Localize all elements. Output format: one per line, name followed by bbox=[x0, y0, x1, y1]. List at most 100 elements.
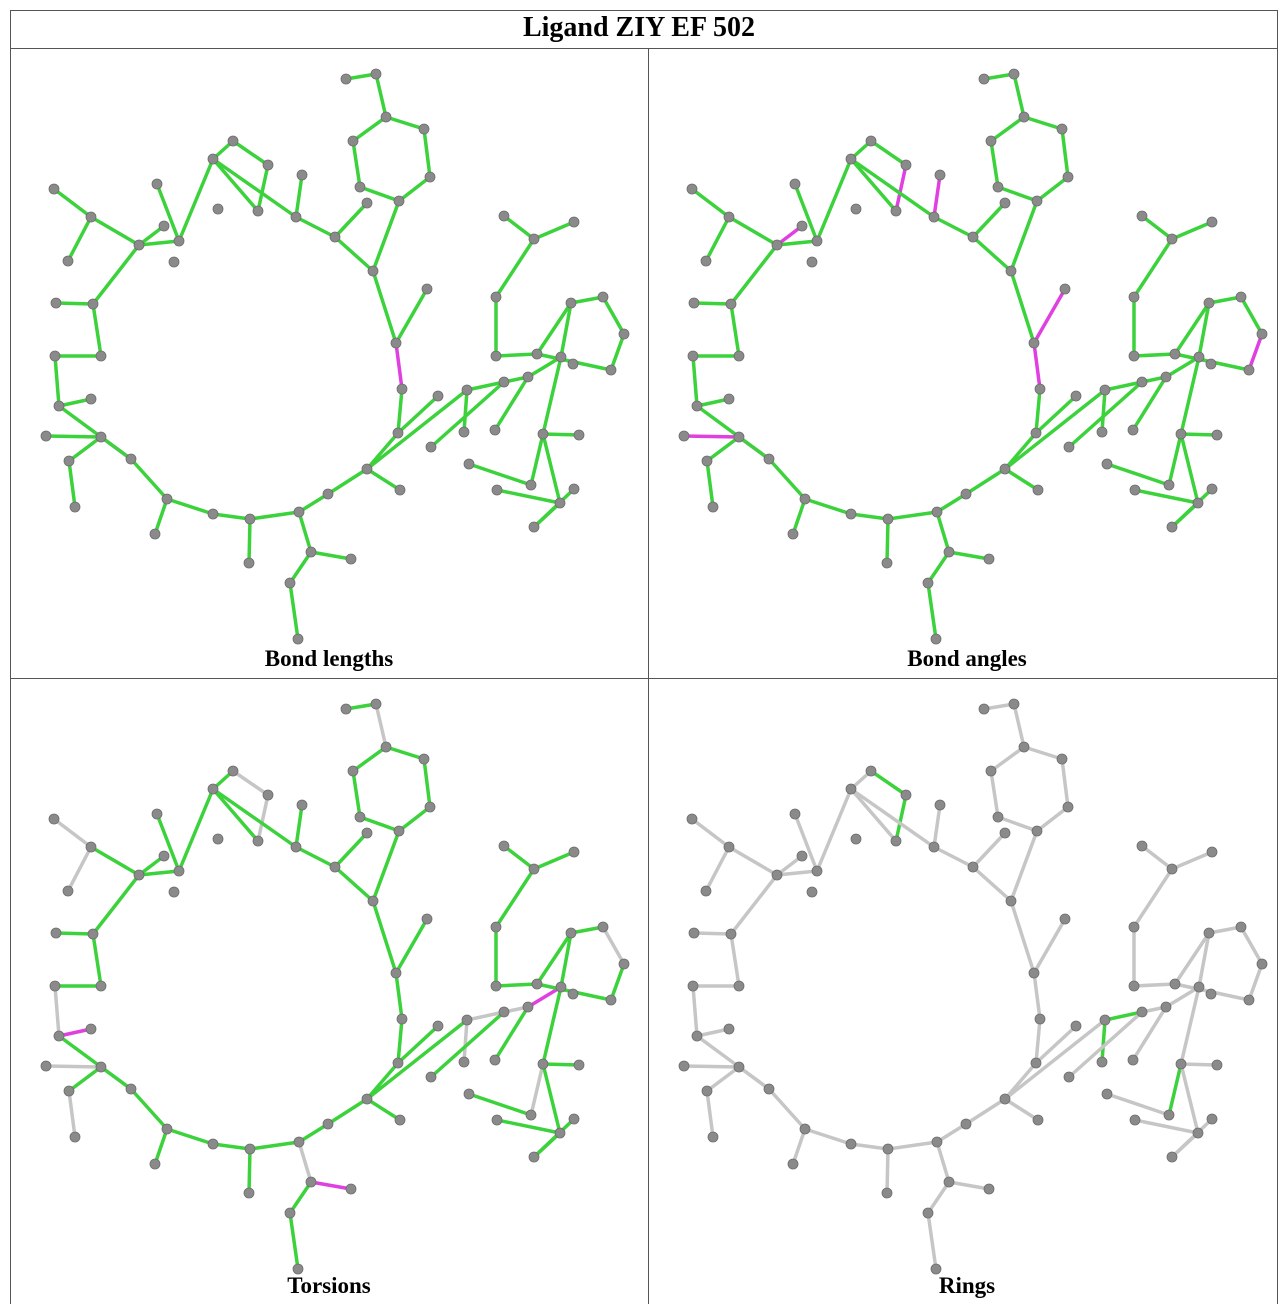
atom bbox=[1192, 1127, 1204, 1139]
atom bbox=[361, 463, 373, 475]
bond bbox=[396, 387, 404, 435]
atom bbox=[432, 1020, 444, 1032]
atom bbox=[1243, 364, 1255, 376]
bond bbox=[54, 301, 95, 306]
bond bbox=[384, 115, 426, 131]
atom bbox=[290, 841, 302, 853]
atom bbox=[63, 455, 75, 467]
bond bbox=[351, 139, 362, 189]
atom bbox=[207, 1138, 219, 1150]
bond bbox=[57, 1027, 93, 1038]
atom bbox=[40, 430, 52, 442]
bond bbox=[153, 497, 169, 536]
atom bbox=[528, 233, 540, 245]
atom bbox=[900, 159, 912, 171]
bond bbox=[462, 388, 469, 434]
atom bbox=[845, 508, 857, 520]
atom bbox=[1206, 216, 1218, 228]
bond bbox=[775, 239, 819, 247]
bond bbox=[44, 434, 103, 439]
bond bbox=[569, 295, 605, 305]
atom bbox=[528, 1151, 540, 1163]
bond bbox=[526, 985, 563, 1009]
atom bbox=[930, 1263, 942, 1275]
atom bbox=[1166, 521, 1178, 533]
atom bbox=[1129, 484, 1141, 496]
atom bbox=[763, 1083, 775, 1095]
bond bbox=[248, 510, 301, 521]
bond bbox=[66, 845, 93, 893]
atom bbox=[125, 453, 137, 465]
atom bbox=[1059, 283, 1071, 295]
bond bbox=[691, 984, 699, 1038]
atom bbox=[168, 886, 180, 898]
bond bbox=[682, 434, 741, 439]
atom bbox=[733, 431, 745, 443]
atom bbox=[1206, 483, 1218, 495]
atom bbox=[151, 178, 163, 190]
atom bbox=[568, 1113, 580, 1125]
atom bbox=[522, 1001, 534, 1013]
bond bbox=[294, 173, 304, 219]
atom bbox=[723, 1023, 735, 1035]
atom bbox=[498, 840, 510, 852]
bond bbox=[729, 243, 779, 306]
atom bbox=[707, 501, 719, 513]
atom bbox=[62, 885, 74, 897]
atom bbox=[1101, 1088, 1113, 1100]
bond bbox=[365, 1018, 469, 1101]
atom bbox=[1169, 348, 1181, 360]
bond bbox=[247, 517, 252, 565]
bond bbox=[394, 287, 429, 345]
atom bbox=[799, 1123, 811, 1135]
bond bbox=[91, 932, 103, 988]
atom bbox=[458, 426, 470, 438]
bond bbox=[294, 215, 337, 239]
bond bbox=[248, 1140, 301, 1151]
atom bbox=[421, 913, 433, 925]
bond bbox=[989, 139, 1000, 189]
atom bbox=[1136, 1006, 1148, 1018]
atom bbox=[978, 73, 990, 85]
bond bbox=[996, 815, 1039, 833]
bond bbox=[791, 1127, 807, 1166]
atom bbox=[262, 789, 274, 801]
bond bbox=[1207, 925, 1243, 935]
bond bbox=[1197, 301, 1211, 359]
atom bbox=[931, 1136, 943, 1148]
bond bbox=[67, 435, 103, 463]
panel-bond-angles bbox=[649, 49, 1278, 669]
atom bbox=[789, 808, 801, 820]
atom bbox=[568, 216, 580, 228]
atom bbox=[1031, 195, 1043, 207]
bond bbox=[384, 745, 426, 761]
bond bbox=[1012, 702, 1026, 749]
bond bbox=[535, 301, 573, 356]
atom bbox=[943, 546, 955, 558]
bond bbox=[1179, 432, 1219, 437]
left-border bbox=[10, 10, 11, 1304]
atom bbox=[1063, 441, 1075, 453]
bond bbox=[815, 787, 853, 873]
bond bbox=[502, 844, 536, 871]
atom bbox=[125, 1083, 137, 1095]
bond bbox=[371, 199, 401, 273]
atom bbox=[168, 256, 180, 268]
atom bbox=[771, 869, 783, 881]
atom bbox=[85, 211, 97, 223]
atom bbox=[934, 169, 946, 181]
atom bbox=[1056, 753, 1068, 765]
atom bbox=[688, 297, 700, 309]
atom bbox=[1206, 1113, 1218, 1125]
atom bbox=[354, 811, 366, 823]
atom bbox=[687, 350, 699, 362]
atom bbox=[490, 291, 502, 303]
atom bbox=[1193, 351, 1205, 363]
atom bbox=[985, 135, 997, 147]
atom bbox=[149, 528, 161, 540]
atom bbox=[491, 484, 503, 496]
atom bbox=[85, 393, 97, 405]
atom bbox=[1235, 921, 1247, 933]
atom bbox=[1101, 458, 1113, 470]
bond bbox=[532, 220, 576, 241]
